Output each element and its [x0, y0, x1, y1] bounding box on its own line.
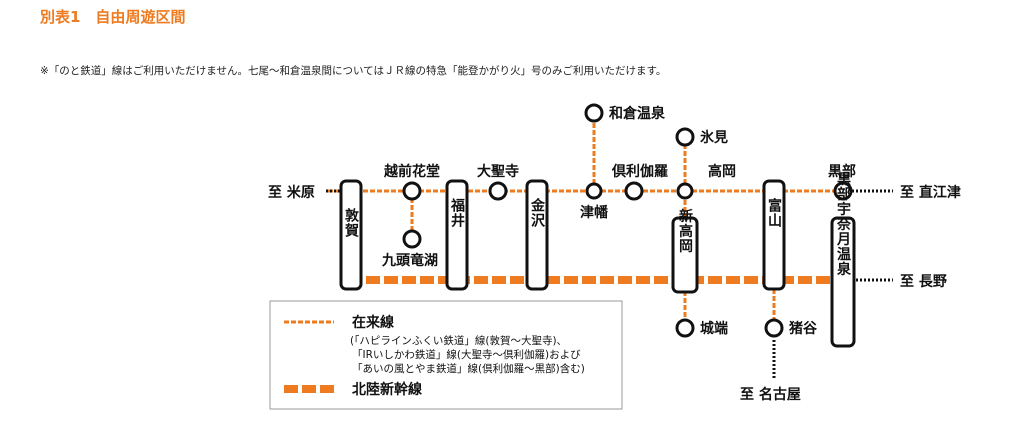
station-circle-takaoka — [676, 182, 694, 200]
station-label-echizen-kado: 越前花堂 — [383, 163, 440, 180]
direction-nagoya: 至 名古屋 — [740, 386, 801, 403]
station-circle-himi — [675, 127, 695, 147]
station-label-kurobe: 黒部 — [828, 163, 856, 180]
station-circle-wakura-onsen — [584, 103, 604, 123]
direction-naoetsu: 至 直江津 — [900, 184, 961, 201]
legend-conventional-note-3: 「あいの風とやま鉄道」線(倶利伽羅〜黒部)含む) — [352, 362, 585, 375]
station-label-wakura-onsen: 和倉温泉 — [609, 105, 666, 122]
station-circle-tsubata — [585, 182, 603, 200]
station-circle-kurobe — [833, 181, 853, 201]
station-circle-kuzuryuko — [402, 229, 422, 249]
station-label-tsuruga: 敦賀 — [343, 207, 360, 238]
station-box-tsuruga — [339, 179, 363, 291]
usage-note: ※「のと鉄道」線はご利用いただけません。七尾〜和倉温泉間についてはＪＲ線の特急「… — [40, 65, 667, 77]
station-circle-inotani — [764, 318, 784, 338]
station-label-shin-takaoka: 新高岡 — [677, 208, 693, 254]
station-label-himi: 氷見 — [700, 129, 728, 146]
station-box-toyama — [762, 179, 786, 291]
station-label-kanazawa: 金沢 — [529, 197, 546, 228]
station-circle-johana — [675, 318, 695, 338]
station-label-tsubata: 津幡 — [580, 204, 609, 221]
station-label-takaoka: 高岡 — [708, 163, 736, 180]
station-label-fukui: 福井 — [449, 197, 466, 228]
station-label-toyama: 富山 — [766, 197, 782, 228]
station-label-kurikara: 倶利伽羅 — [611, 163, 668, 180]
station-circle-daishoji — [488, 181, 508, 201]
legend-conventional-note-2: 「IRいしかわ鉄道」線(大聖寺〜倶利伽羅)および — [352, 348, 581, 361]
legend-conventional-note-1: (「ハピラインふくい鉄道」線(敦賀〜大聖寺)、 — [350, 334, 567, 347]
station-label-kurobe-unazuki: 黒部宇奈月温泉 — [835, 172, 852, 277]
legend-conventional-label: 在来線 — [352, 314, 394, 331]
direction-nagano: 至 長野 — [900, 274, 947, 290]
station-label-inotani: 猪谷 — [788, 320, 818, 337]
station-label-johana: 城端 — [700, 320, 728, 337]
station-label-kuzuryuko: 九頭竜湖 — [381, 252, 438, 269]
station-label-daishoji: 大聖寺 — [477, 163, 519, 180]
station-box-shin-takaoka — [671, 216, 699, 294]
station-box-kanazawa — [525, 179, 549, 291]
page-title: 別表1 自由周遊区間 — [40, 8, 186, 26]
station-circle-echizen-kado — [402, 181, 422, 201]
station-box-kurobe-unazuki — [830, 216, 856, 348]
station-circle-kurikara — [624, 181, 644, 201]
station-box-fukui — [445, 179, 469, 291]
direction-maibara: 至 米原 — [268, 184, 315, 201]
legend-shinkansen-label: 北陸新幹線 — [352, 381, 422, 398]
